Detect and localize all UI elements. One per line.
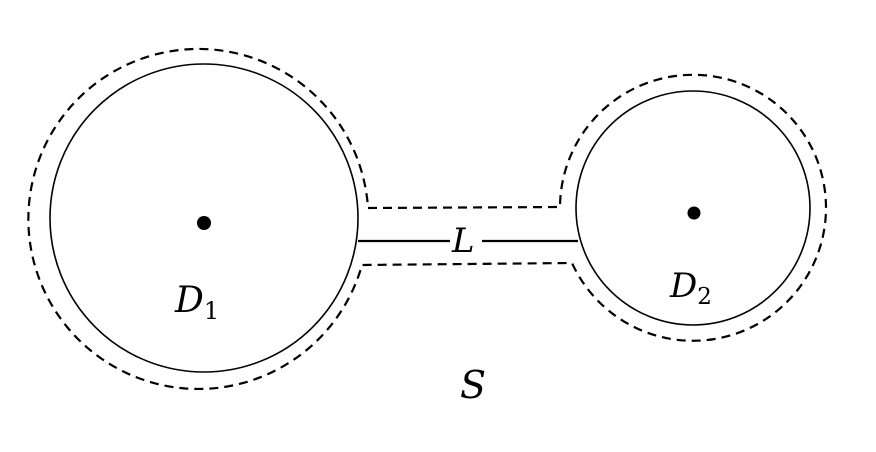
disk-d2 [575,90,811,326]
dashed-neighborhood-boundary [27,47,828,390]
label-d1: D1 [174,280,219,325]
disk-d1 [49,63,359,373]
label-s: S [460,363,486,407]
center-point-d2 [687,206,701,220]
center-point-d1 [197,216,211,230]
label-l: L [451,221,475,261]
label-d2: D2 [669,266,712,310]
